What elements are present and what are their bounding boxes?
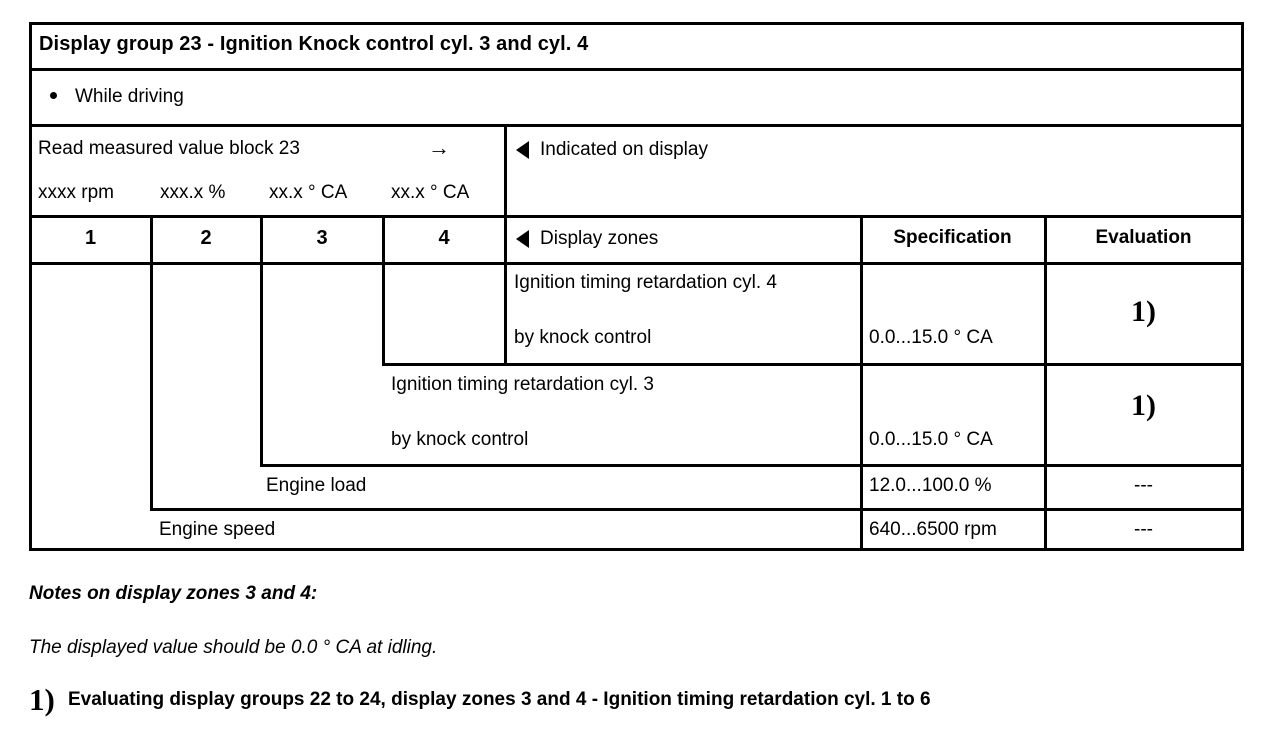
title-row-bottom-border xyxy=(29,68,1244,71)
zone-header-bottom-border xyxy=(504,262,1244,265)
triangle-left-icon-indicated xyxy=(516,141,529,159)
row-cyl3-specification: 0.0...15.0 ° CA xyxy=(869,429,993,450)
table-bottom-border xyxy=(29,548,1244,551)
notes-heading: Notes on display zones 3 and 4: xyxy=(29,583,318,604)
zone1-right-border xyxy=(150,215,153,508)
row-engine-load-bottom-border xyxy=(150,508,1244,511)
row-cyl3-label-line2: by knock control xyxy=(391,429,529,450)
specification-left-border xyxy=(860,215,863,551)
zone-number-3: 3 xyxy=(316,227,328,249)
row-cyl4-label-line1: Ignition timing retardation cyl. 4 xyxy=(514,272,777,293)
read-measured-value-block-label: Read measured value block 23 xyxy=(38,138,300,159)
row-cyl4-evaluation: 1) xyxy=(1131,295,1156,328)
notes-body: The displayed value should be 0.0 ° CA a… xyxy=(29,637,438,658)
left-block-right-border xyxy=(504,124,507,263)
page-title: Display group 23 - Ignition Knock contro… xyxy=(39,33,589,55)
format-zone-4: xx.x ° CA xyxy=(391,182,470,203)
zone-number-2: 2 xyxy=(200,227,212,249)
footnote-text: Evaluating display groups 22 to 24, disp… xyxy=(68,689,931,710)
display-zones-label: Display zones xyxy=(540,228,659,249)
condition-text: While driving xyxy=(75,86,184,107)
zone4-right-border xyxy=(504,262,507,363)
formats-row-bottom-border xyxy=(29,215,505,218)
footnote-marker: 1) xyxy=(29,682,55,717)
row-cyl4-specification: 0.0...15.0 ° CA xyxy=(869,327,993,348)
bullet-dot-icon xyxy=(50,92,57,99)
format-zone-1: xxxx rpm xyxy=(38,182,114,203)
evaluation-left-border xyxy=(1044,215,1047,551)
zone2-right-border xyxy=(260,215,263,464)
table-right-border xyxy=(1241,22,1244,551)
specification-column-header: Specification xyxy=(893,227,1012,248)
indicated-on-display-label: Indicated on display xyxy=(540,139,708,160)
arrow-right-icon: → xyxy=(428,135,450,160)
row-cyl3-evaluation: 1) xyxy=(1131,389,1156,422)
indicated-row-bottom-border xyxy=(504,215,1244,218)
row-engine-load-evaluation: --- xyxy=(1134,475,1153,496)
zone-number-1: 1 xyxy=(84,227,97,249)
row-cyl3-label-line1: Ignition timing retardation cyl. 3 xyxy=(391,374,654,395)
row-engine-load-label: Engine load xyxy=(266,475,367,496)
evaluation-column-header: Evaluation xyxy=(1095,227,1192,248)
row-cyl4-bottom-border xyxy=(382,363,1244,366)
row-engine-load-specification: 12.0...100.0 % xyxy=(869,475,992,496)
row-engine-speed-evaluation: --- xyxy=(1134,519,1153,540)
zone3-right-border xyxy=(382,215,385,363)
row-cyl4-label-line2: by knock control xyxy=(514,327,652,348)
table-left-border xyxy=(29,22,32,551)
triangle-left-icon-zones xyxy=(516,230,529,248)
row-engine-speed-specification: 640...6500 rpm xyxy=(869,519,997,540)
zone-number-4: 4 xyxy=(438,227,450,249)
format-zone-3: xx.x ° CA xyxy=(269,182,348,203)
row-cyl3-bottom-border xyxy=(260,464,1244,467)
condition-row-bottom-border xyxy=(29,124,1244,127)
row-engine-speed-label: Engine speed xyxy=(159,519,276,540)
format-zone-2: xxx.x % xyxy=(160,182,226,203)
table-top-border xyxy=(29,22,1244,25)
zone-number-row-bottom-border xyxy=(29,262,505,265)
